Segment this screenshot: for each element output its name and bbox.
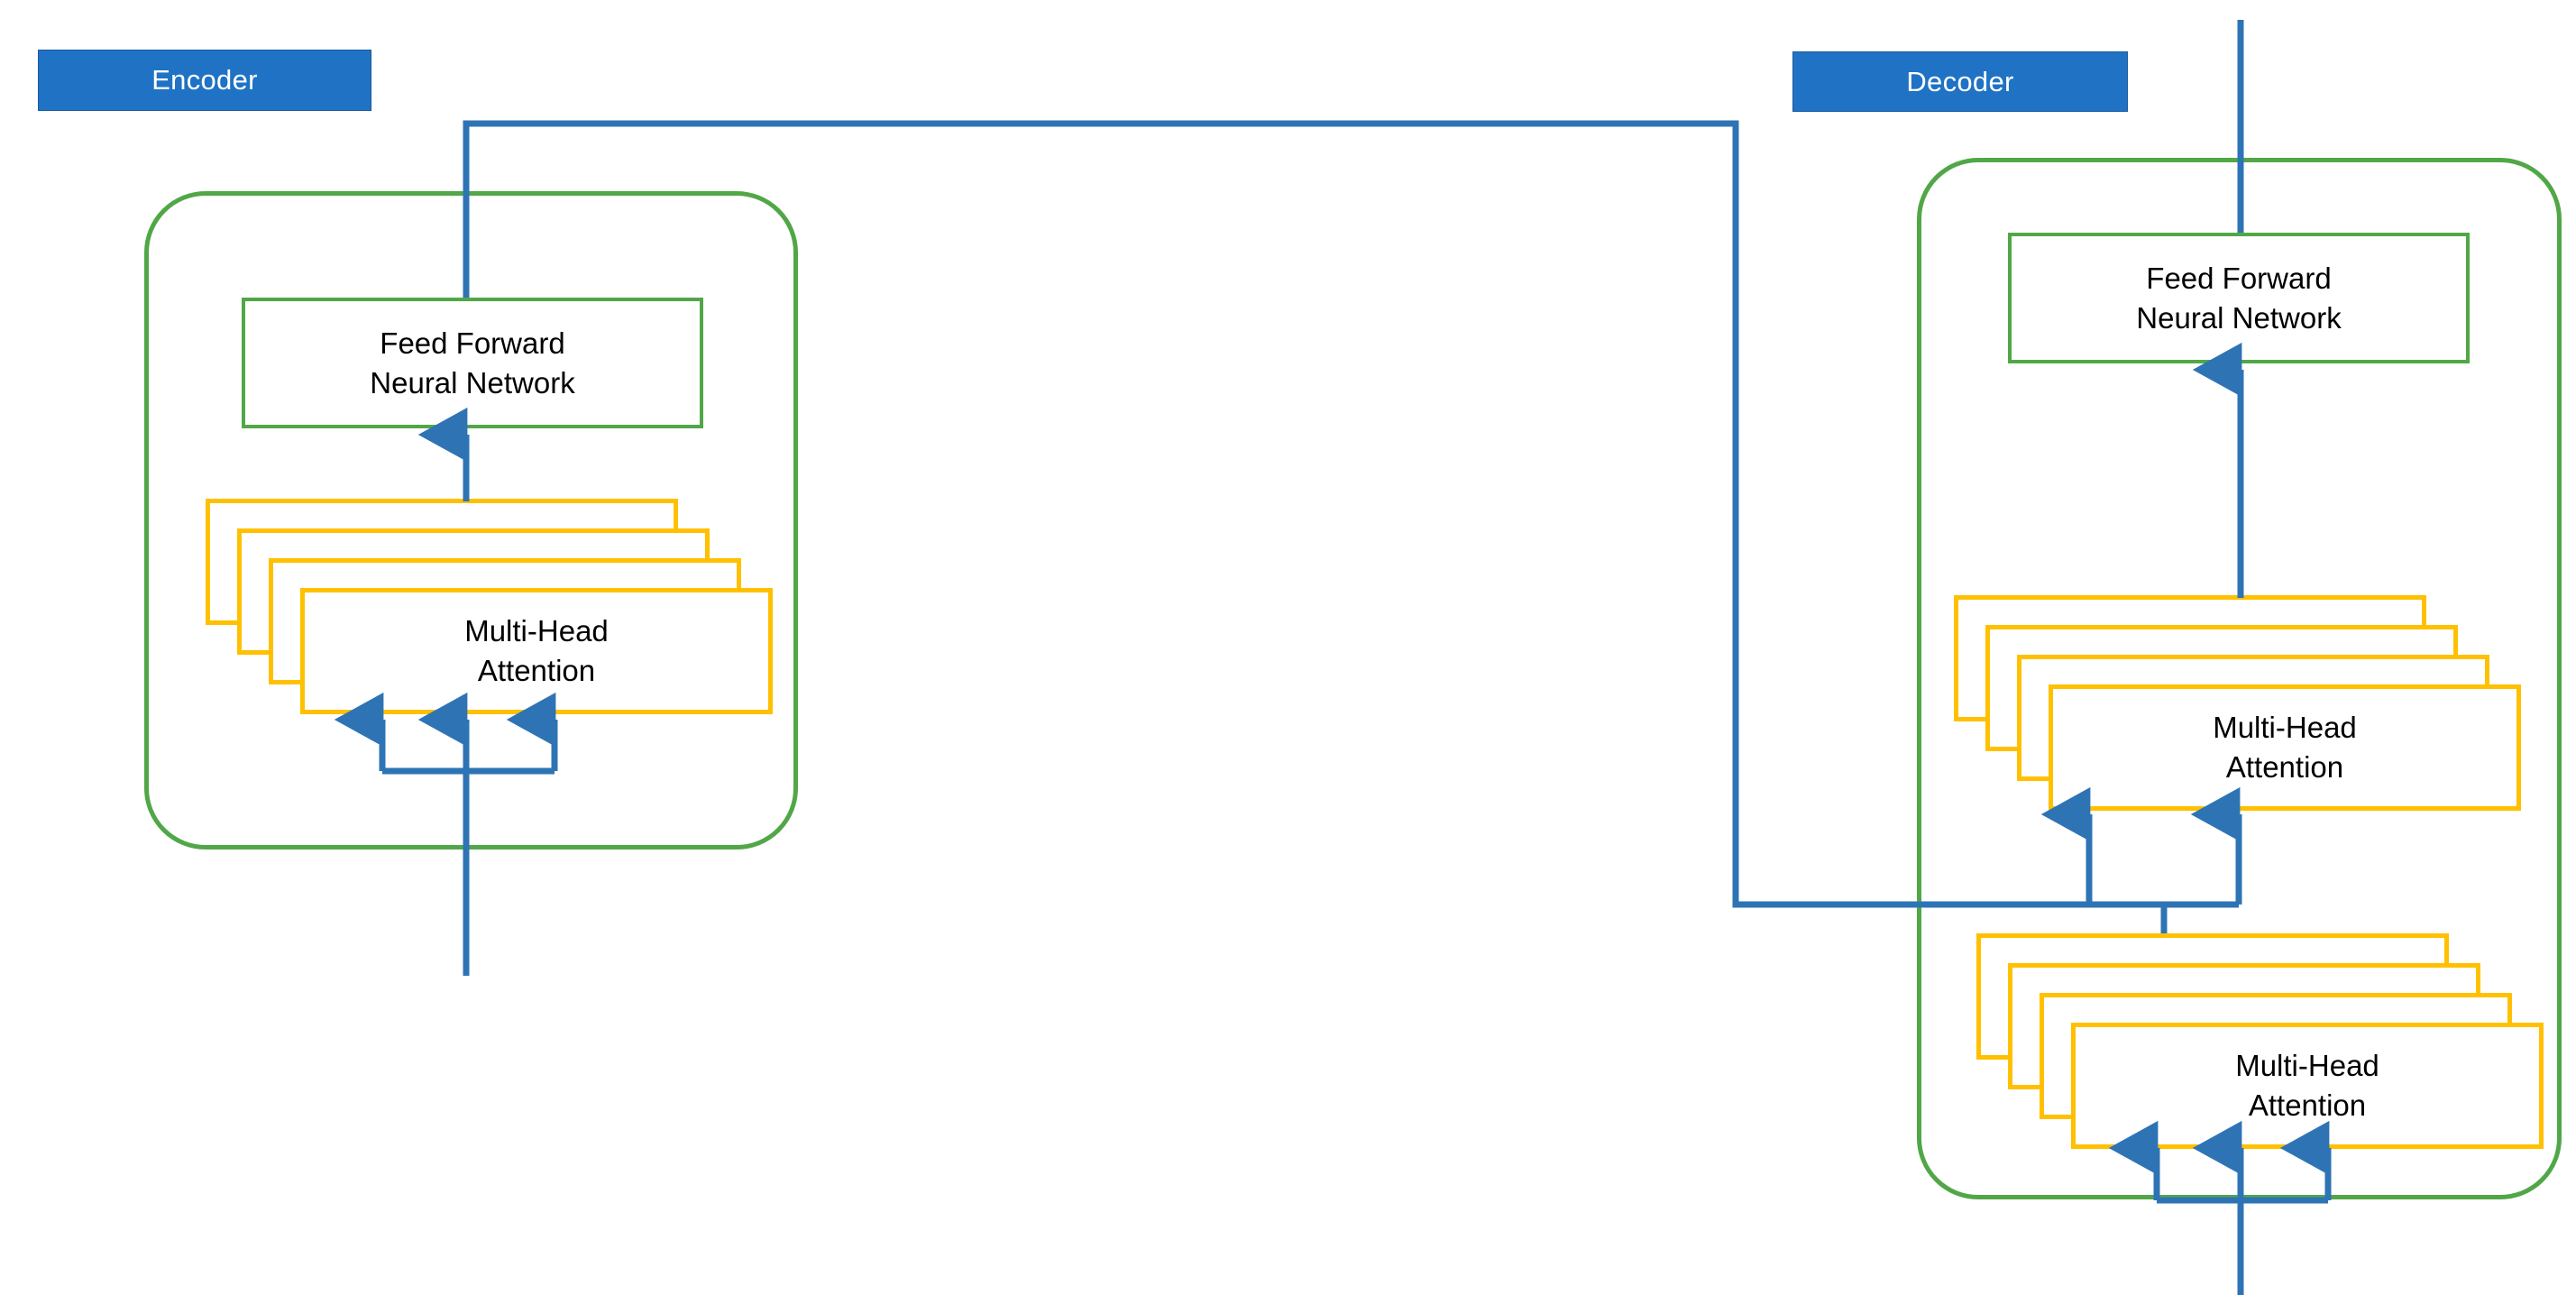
encoder-attention-card-1: Multi-Head Attention bbox=[300, 588, 773, 714]
encoder-multi-head-attention-stack: Multi-Head Attention bbox=[206, 499, 774, 714]
encoder-attention-line-2: Attention bbox=[477, 654, 596, 687]
decoder-cross-attention-card-1: Multi-Head Attention bbox=[2049, 684, 2521, 811]
encoder-ffnn-line-2: Neural Network bbox=[370, 365, 575, 400]
decoder-self-attention-stack: Multi-Head Attention bbox=[1976, 933, 2553, 1149]
encoder-ffnn-line-1: Feed Forward bbox=[380, 326, 565, 360]
encoder-attention-line-1: Multi-Head bbox=[464, 614, 609, 648]
decoder-self-attention-line-2: Attention bbox=[2248, 1088, 2367, 1122]
decoder-ffnn-line-2: Neural Network bbox=[2136, 300, 2342, 335]
decoder-label: Decoder bbox=[1792, 51, 2128, 112]
decoder-self-attention-card-1: Multi-Head Attention bbox=[2071, 1023, 2544, 1149]
decoder-feed-forward-neural-network: Feed Forward Neural Network bbox=[2008, 233, 2470, 363]
decoder-label-text: Decoder bbox=[1906, 65, 2014, 97]
decoder-ffnn-line-1: Feed Forward bbox=[2146, 261, 2332, 295]
decoder-cross-attention-line-2: Attention bbox=[2225, 750, 2344, 784]
encoder-label-text: Encoder bbox=[151, 64, 258, 96]
decoder-self-attention-line-1: Multi-Head bbox=[2235, 1049, 2379, 1083]
encoder-label: Encoder bbox=[38, 50, 371, 111]
decoder-cross-attention-line-1: Multi-Head bbox=[2213, 711, 2357, 745]
decoder-cross-attention-stack: Multi-Head Attention bbox=[1954, 595, 2531, 811]
encoder-feed-forward-neural-network: Feed Forward Neural Network bbox=[242, 298, 703, 428]
